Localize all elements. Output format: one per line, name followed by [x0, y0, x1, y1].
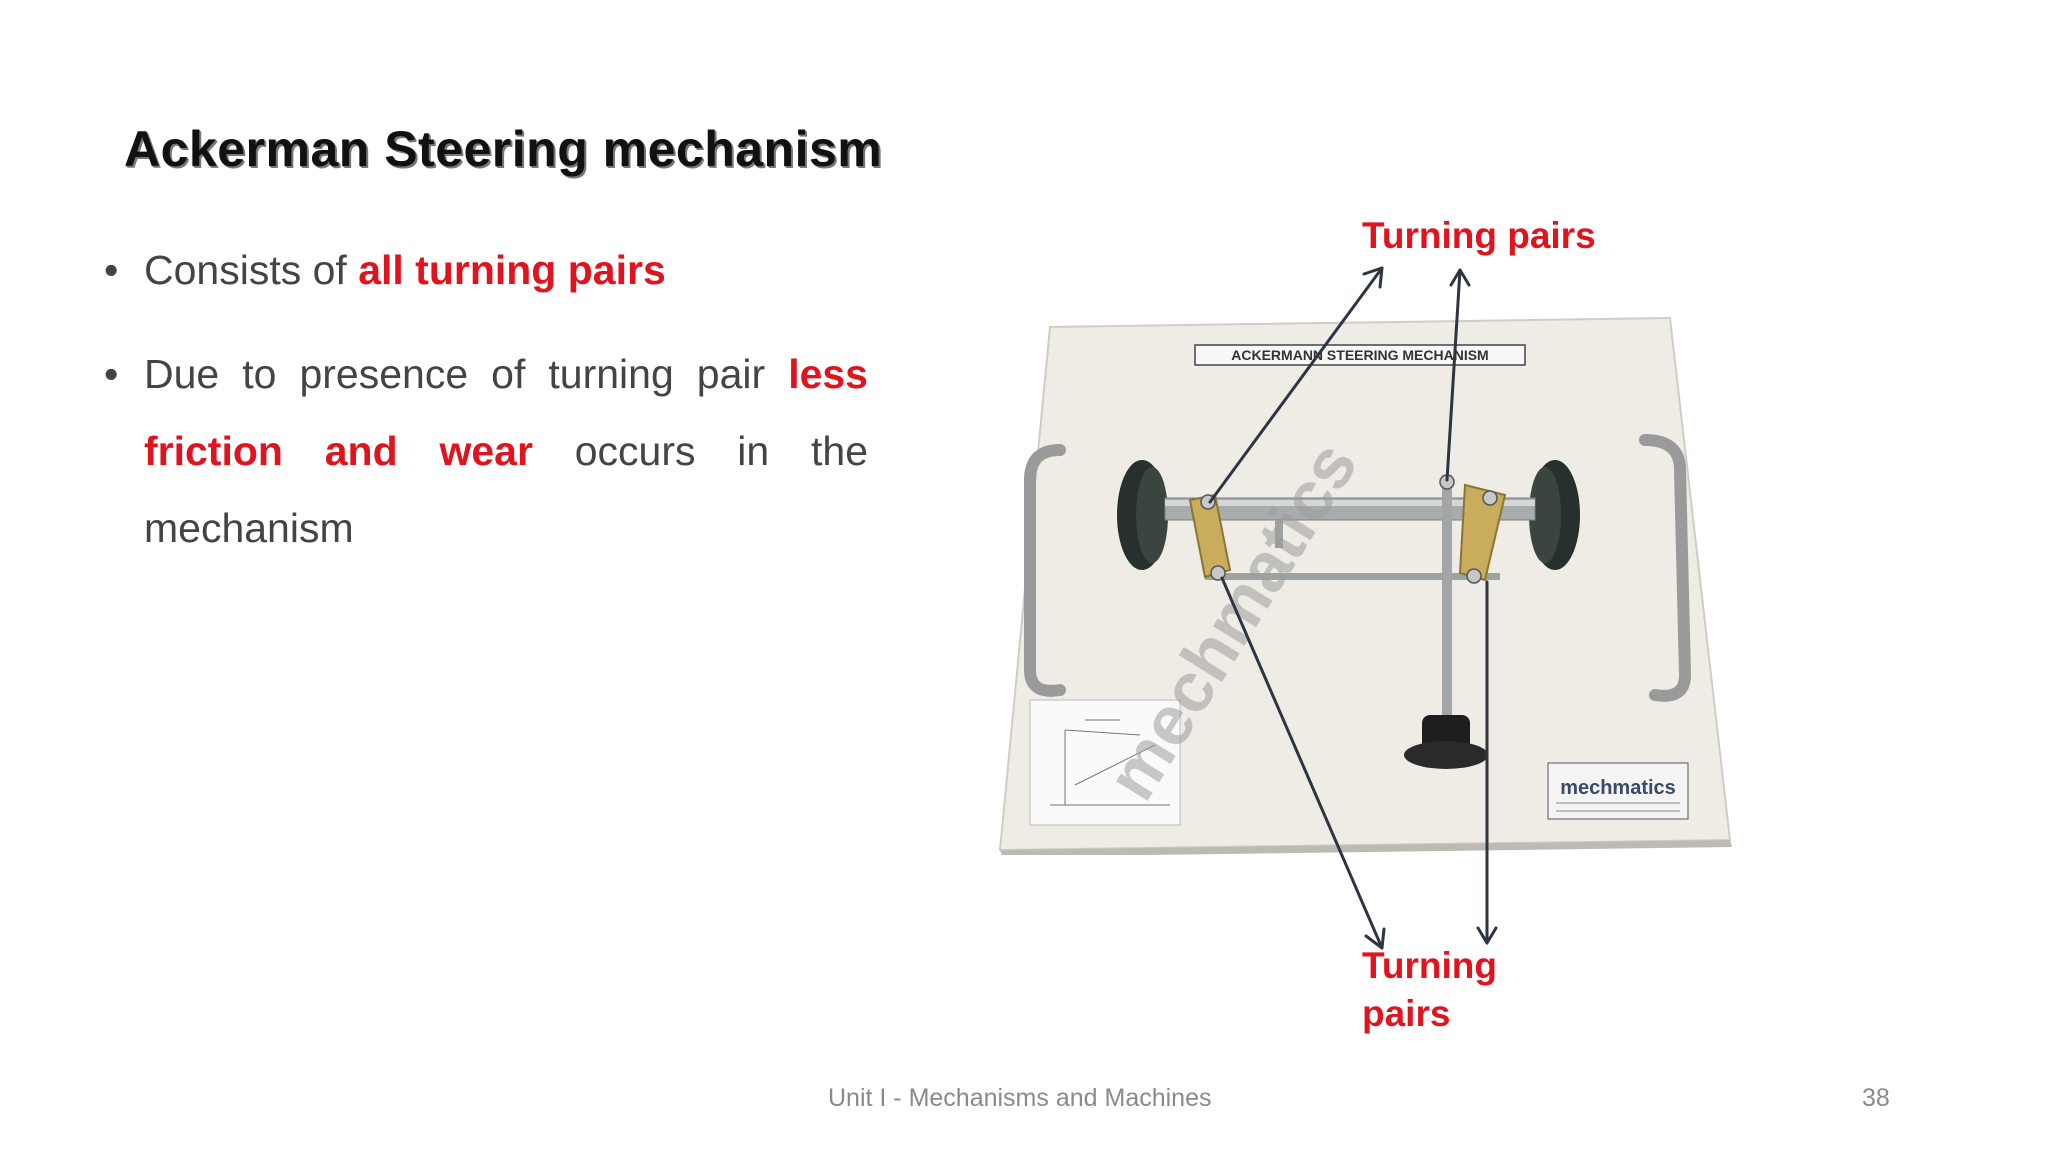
bullet-text: occurs in the mechanism — [144, 428, 869, 551]
arrow-top-left — [1208, 266, 1384, 504]
board-label-text: ACKERMANN STEERING MECHANISM — [1231, 347, 1488, 363]
slide-title: Ackerman Steering mechanism — [124, 121, 883, 177]
brand-plate — [1547, 762, 1689, 820]
arrow-head-icon — [1364, 927, 1386, 950]
diagram-card — [1029, 699, 1181, 826]
arrow-head-icon — [1362, 266, 1384, 289]
turning-pairs-label-top: Turning pairs — [1362, 215, 1596, 256]
bullet-item: • Consists of all turning pairs — [104, 240, 868, 300]
brand-plate-text: mechmatics — [1560, 777, 1676, 799]
arrow-top-right — [1445, 268, 1462, 482]
arrow-head-icon — [1476, 926, 1498, 945]
arrow-bottom-left — [1220, 576, 1384, 950]
bullet-highlight: less friction and wear — [144, 351, 868, 474]
bullet-text: Due to presence of turning pair — [144, 351, 789, 397]
bullet-text: Consists of — [144, 247, 359, 293]
page-number: 38 — [1862, 1084, 1890, 1112]
bullet-dot-icon: • — [104, 247, 119, 293]
right-handle — [1639, 434, 1692, 702]
turning-pairs-label-bottom: Turning pairs — [1362, 945, 1497, 1034]
bullet-list: • Consists of all turning pairs • Due to… — [104, 240, 868, 567]
bullet-item: • Due to presence of turning pair less f… — [104, 336, 868, 567]
bullet-dot-icon: • — [104, 351, 119, 397]
tie-rod — [1205, 573, 1500, 580]
ackermann-model-figure: ACKERMANN STEERING MECHANISM — [998, 316, 1732, 855]
arrow-head-icon — [1449, 268, 1471, 287]
steering-column — [1442, 475, 1452, 745]
bullet-highlight: all turning pairs — [358, 247, 666, 293]
left-handle — [1024, 444, 1066, 697]
board-label-plate — [1194, 344, 1526, 366]
footer-text: Unit I - Mechanisms and Machines — [828, 1084, 1212, 1112]
